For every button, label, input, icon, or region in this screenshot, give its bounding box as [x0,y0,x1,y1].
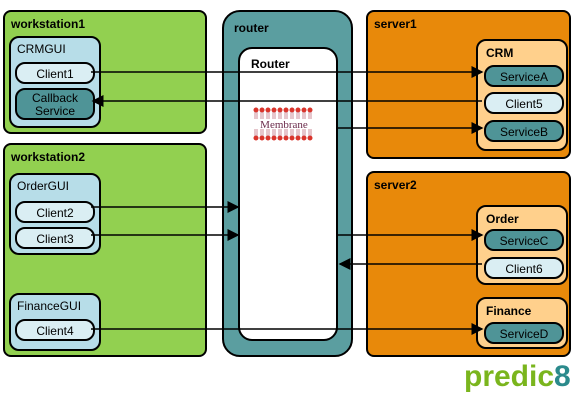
router-inner-title: Router [251,57,290,71]
logo-text-8: 8 [554,360,571,393]
crm-title: CRM [486,46,514,60]
callback-label-line1: Callback [31,91,79,105]
server2-title: server2 [374,178,417,192]
client2-label: Client2 [36,206,74,220]
ordergui-title: OrderGUI [17,179,70,193]
serviceD-pill: ServiceD [484,322,564,344]
client4-label: Client4 [36,324,74,338]
serviceB-pill: ServiceB [484,120,564,142]
client3-pill: Client3 [15,227,95,249]
callback-label-line2: Service [34,104,75,118]
workstation1-box: workstation1 CRMGUI Client1 Callback Ser… [3,10,207,134]
order-title: Order [486,212,519,226]
financegui-box: FinanceGUI Client4 [9,293,101,351]
svg-text:Membrane: Membrane [260,119,308,131]
serviceC-label: ServiceC [499,234,549,248]
membrane-logo-graphic: Membrane [253,107,313,141]
logo-text-predic: predic [464,360,555,393]
workstation1-title: workstation1 [11,17,86,31]
serviceC-pill: ServiceC [484,229,564,251]
server1-box: server1 CRM ServiceA Client5 ServiceB [366,10,571,159]
financegui-title: FinanceGUI [17,299,82,313]
membrane-logo: Membrane [252,107,316,141]
router-inner-box: Router [238,47,338,341]
client1-label: Client1 [36,67,74,81]
client6-pill: Client6 [484,257,564,279]
client6-label: Client6 [505,262,543,276]
serviceD-label: ServiceD [499,327,549,341]
crmgui-title: CRMGUI [17,42,66,56]
predic8-logo: predic8 [464,360,571,394]
server1-title: server1 [374,17,417,31]
client5-label: Client5 [505,97,543,111]
router-title: router [234,21,269,35]
crmgui-box: CRMGUI Client1 Callback Service [9,36,101,128]
client4-pill: Client4 [15,319,95,341]
serviceA-pill: ServiceA [484,65,564,87]
ordergui-box: OrderGUI Client2 Client3 [9,173,101,255]
serviceA-label: ServiceA [499,70,549,84]
client3-label: Client3 [36,232,74,246]
router-box: router Router [222,10,353,357]
workstation2-box: workstation2 OrderGUI Client2 Client3 Fi… [3,143,207,357]
crm-box: CRM ServiceA Client5 ServiceB [476,39,568,151]
order-box: Order ServiceC Client6 [476,205,568,285]
finance-box: Finance ServiceD [476,297,568,349]
serviceB-label: ServiceB [499,125,549,139]
client2-pill: Client2 [15,201,95,223]
client1-pill: Client1 [15,62,95,84]
workstation2-title: workstation2 [11,150,86,164]
client5-pill: Client5 [484,92,564,114]
finance-title: Finance [486,304,532,318]
